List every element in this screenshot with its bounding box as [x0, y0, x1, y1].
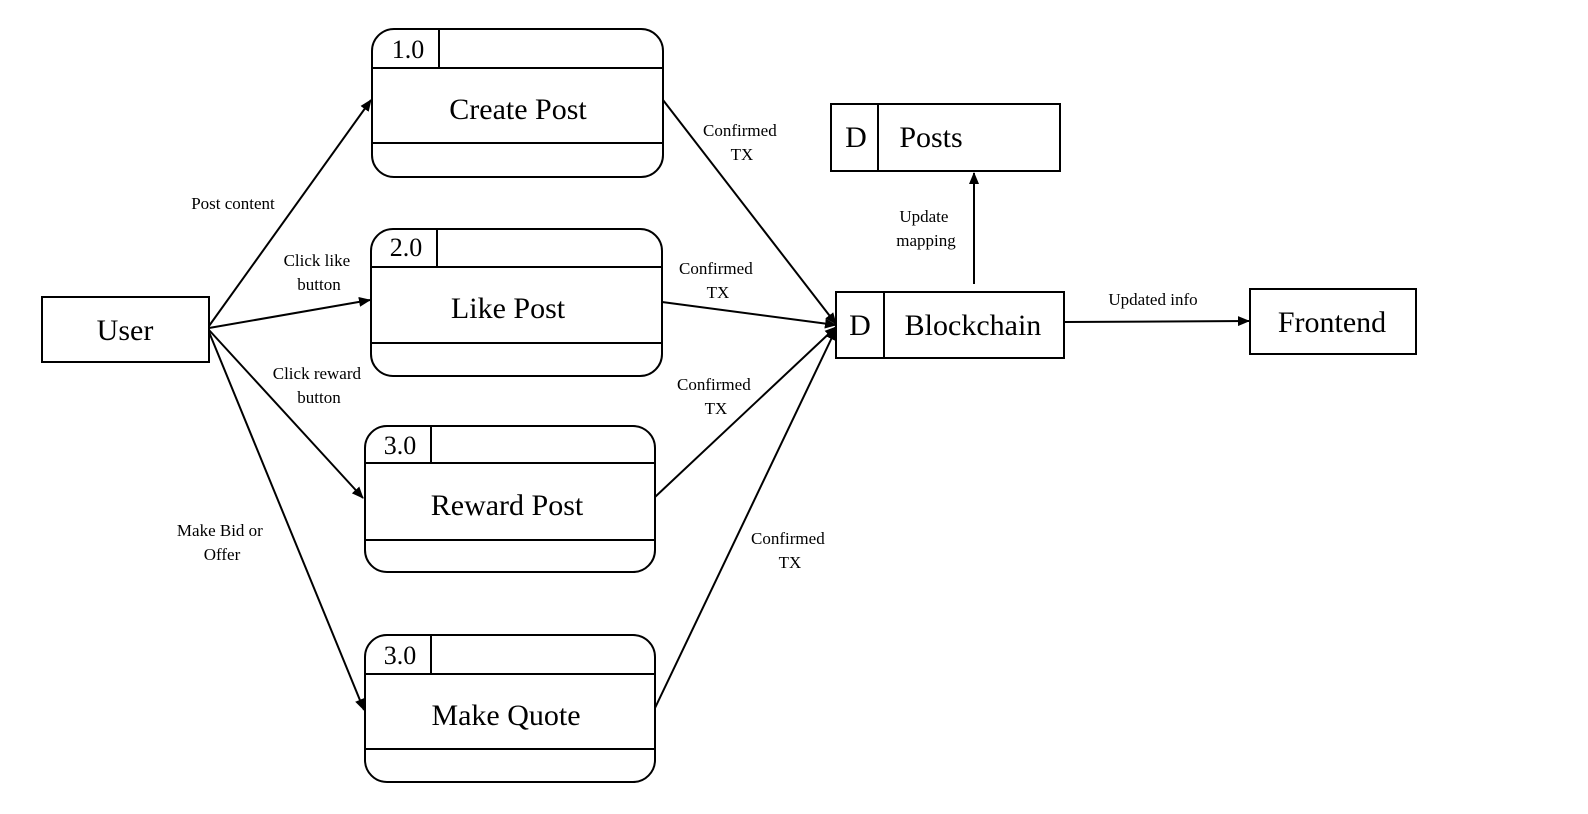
- entity-user-label: User: [97, 314, 154, 347]
- process-reward-post: 3.0 Reward Post: [364, 425, 656, 573]
- process-name: Make Quote: [431, 699, 580, 732]
- flow-label-updated-info: Updated info: [1108, 290, 1197, 309]
- flow-label-post-content: Post content: [191, 194, 275, 213]
- store-posts: D Posts: [830, 103, 1061, 172]
- flow-label-confirmed-4: Confirmed TX: [751, 529, 829, 572]
- flow-arrow-confirmed-1: [662, 99, 837, 325]
- process-name: Create Post: [449, 93, 587, 126]
- flow-arrow-confirmed-2: [661, 301, 837, 329]
- process-number: 1.0: [392, 35, 425, 64]
- flow-label-confirmed-3: Confirmed TX: [677, 375, 755, 418]
- process-number: 2.0: [390, 233, 423, 262]
- flow-label-confirmed-1: Confirmed TX: [703, 121, 781, 164]
- process-create-post: 1.0 Create Post: [371, 28, 664, 178]
- process-name: Like Post: [451, 292, 566, 325]
- store-id: D: [849, 309, 871, 342]
- store-id: D: [845, 121, 867, 154]
- flow-arrow-updated-info: [1063, 316, 1250, 327]
- flow-label-click-like: Click like button: [284, 251, 355, 294]
- flow-arrow-confirmed-4: [654, 328, 837, 709]
- store-name: Blockchain: [905, 309, 1042, 342]
- store-blockchain: D Blockchain: [835, 291, 1065, 359]
- entity-user: User: [41, 296, 210, 363]
- flow-label-confirmed-2: Confirmed TX: [679, 259, 757, 302]
- process-number: 3.0: [384, 641, 417, 670]
- process-like-post: 2.0 Like Post: [370, 228, 663, 377]
- store-name: Posts: [899, 121, 962, 154]
- entity-frontend: Frontend: [1249, 288, 1417, 355]
- flow-arrow-post-content: [208, 99, 372, 327]
- flow-label-make-bid: Make Bid or Offer: [177, 521, 267, 564]
- process-make-quote: 3.0 Make Quote: [364, 634, 656, 783]
- process-number: 3.0: [384, 431, 417, 460]
- entity-frontend-label: Frontend: [1278, 306, 1386, 339]
- flow-arrow-make-bid: [208, 331, 365, 711]
- process-name: Reward Post: [431, 489, 584, 522]
- flow-arrow-click-like: [208, 296, 371, 329]
- flow-label-update-mapping: Update mapping: [896, 207, 956, 250]
- flow-label-click-reward: Click reward button: [273, 364, 366, 407]
- flow-arrow-click-reward: [208, 329, 364, 499]
- flow-arrow-confirmed-3: [654, 326, 837, 498]
